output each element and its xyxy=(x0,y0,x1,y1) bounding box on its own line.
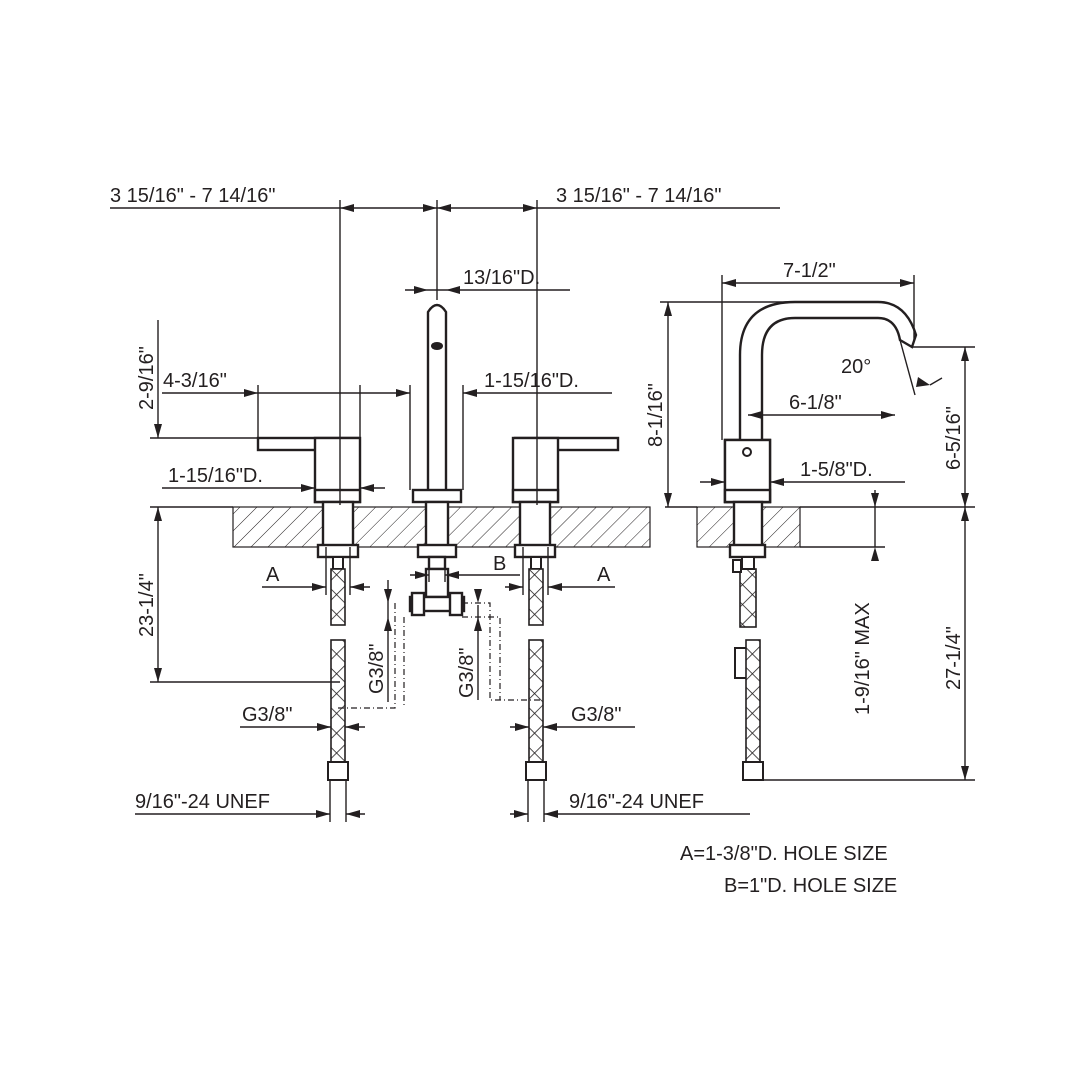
label-hole-a-left: A xyxy=(266,564,280,586)
label-spout-tip-diameter: 13/16"D. xyxy=(463,267,540,289)
label-inlet-right: G3/8" xyxy=(571,704,621,726)
label-aerator-reach: 6-1/8" xyxy=(789,392,842,414)
label-spread-left: 3 15/16" - 7 14/16" xyxy=(110,185,275,207)
label-outlet-center: G3/8" xyxy=(456,648,478,698)
right-hose xyxy=(525,556,547,781)
label-side-base-diameter: 1-5/8"D. xyxy=(800,459,873,481)
label-spread-right: 3 15/16" - 7 14/16" xyxy=(556,185,721,207)
label-handle-height: 2-9/16" xyxy=(136,346,158,410)
label-max-deck: 1-9/16" MAX xyxy=(852,602,874,715)
label-hole-a-right: A xyxy=(597,564,611,586)
spout-front xyxy=(408,303,466,617)
label-below-deck-right: 27-1/4" xyxy=(943,626,965,690)
label-handle-base-diameter: 1-15/16"D. xyxy=(168,465,263,487)
right-handle xyxy=(511,436,620,559)
note-hole-b: B=1"D. HOLE SIZE xyxy=(724,875,897,897)
label-below-deck-left: 23-1/4" xyxy=(136,573,158,637)
label-spout-base-diameter: 1-15/16"D. xyxy=(484,370,579,392)
note-hole-a: A=1-3/8"D. HOLE SIZE xyxy=(680,843,888,865)
left-hose xyxy=(327,556,349,781)
label-inlet-left: G3/8" xyxy=(242,704,292,726)
label-thread-left: 9/16"-24 UNEF xyxy=(135,791,270,813)
label-spout-reach: 7-1/2" xyxy=(783,260,836,282)
label-handle-length: 4-3/16" xyxy=(163,370,227,392)
label-thread-right: 9/16"-24 UNEF xyxy=(569,791,704,813)
label-hole-b: B xyxy=(493,553,506,575)
label-spout-height: 8-1/16" xyxy=(645,383,667,447)
label-spout-angle: 20° xyxy=(841,356,871,378)
label-aerator-height: 6-5/16" xyxy=(943,406,965,470)
side-view xyxy=(660,275,975,781)
front-view xyxy=(110,200,780,822)
label-outlet-left: G3/8" xyxy=(366,644,388,694)
